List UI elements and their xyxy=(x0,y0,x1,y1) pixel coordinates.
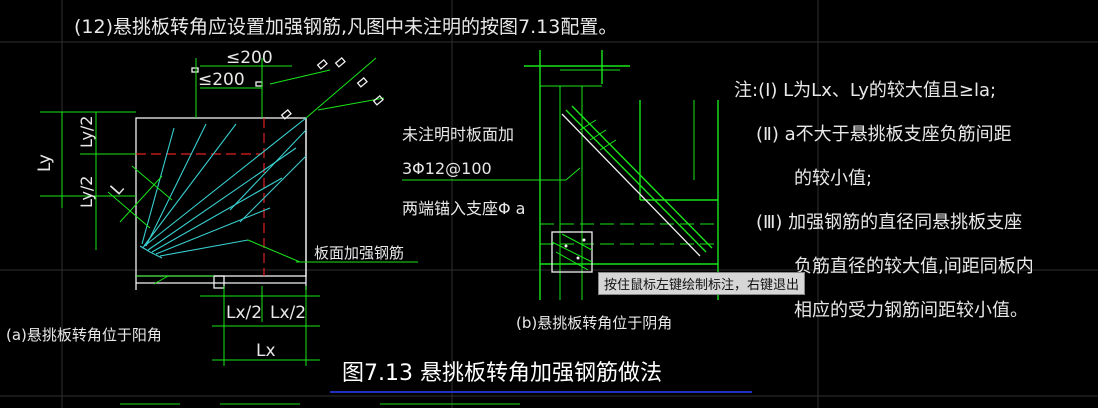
note-line-2: (Ⅱ) a不大于悬挑板支座负筋间距 xyxy=(756,124,1012,145)
note-line-5: 负筋直径的较大值,间距同板内 xyxy=(794,256,1034,277)
note-line-3: 的较小值; xyxy=(794,168,872,189)
figure-a-dim-ly-half-bottom: Ly/2 xyxy=(77,176,96,208)
figure-b-diagonal-rebar xyxy=(561,105,713,257)
note-line-6: 相应的受力钢筋间距较小值。 xyxy=(794,300,1028,321)
figure-a-dim-lx: Lx xyxy=(256,341,276,361)
notes-block: 注:(Ⅰ) L为Lx、Ly的较大值且≥la; (Ⅱ) a不大于悬挑板支座负筋间距… xyxy=(734,80,1034,321)
figure-a-callout-slab-rebar: 板面加强钢筋 xyxy=(314,244,404,262)
figure-a-dim-ticks xyxy=(191,56,384,120)
figure-a-dim-lx-half-left: Lx/2 xyxy=(226,303,262,323)
figure-a-outside-corner: ≤200 ≤200 Ly Ly/2 Ly/2 L 板面加强钢筋 Lx/2 Lx/… xyxy=(6,48,418,366)
figure-b-inside-corner: 未注明时板面加 3Φ12@100 两端锚入支座Φ a (b)悬挑板转角位于阴角 xyxy=(402,50,719,332)
figure-a-dim-lx-half-right: Lx/2 xyxy=(270,303,306,323)
note-line-4: (Ⅲ) 加强钢筋的直径同悬挑板支座 xyxy=(756,212,1022,233)
figure-b-note-line-3: 两端锚入支座Φ a xyxy=(402,199,526,218)
figure-title: 图7.13 悬挑板转角加强钢筋做法 xyxy=(342,361,662,386)
figure-b-note-line-2: 3Φ12@100 xyxy=(402,159,492,178)
figure-a-dim-ly: Ly xyxy=(35,154,55,172)
figure-a-dim-top-1: ≤200 xyxy=(226,48,273,68)
figure-b-caption: (b)悬挑板转角位于阴角 xyxy=(516,314,672,332)
concrete-section-hatch-icon xyxy=(551,231,593,273)
header-note: (12)悬挑板转角应设置加强钢筋,凡图中未注明的按图7.13配置。 xyxy=(74,16,617,38)
note-line-1: 注:(Ⅰ) L为Lx、Ly的较大值且≥la; xyxy=(734,80,996,101)
figure-a-rebar-fan xyxy=(139,117,307,259)
figure-a-dim-top-2: ≤200 xyxy=(198,70,245,90)
figure-a-caption: (a)悬挑板转角位于阳角 xyxy=(6,326,162,344)
figure-b-note-line-1: 未注明时板面加 xyxy=(402,125,514,144)
cursor-tooltip: 按住鼠标左键绘制标注，右键退出 xyxy=(598,272,806,295)
figure-a-dim-ly-half-top: Ly/2 xyxy=(77,116,96,148)
